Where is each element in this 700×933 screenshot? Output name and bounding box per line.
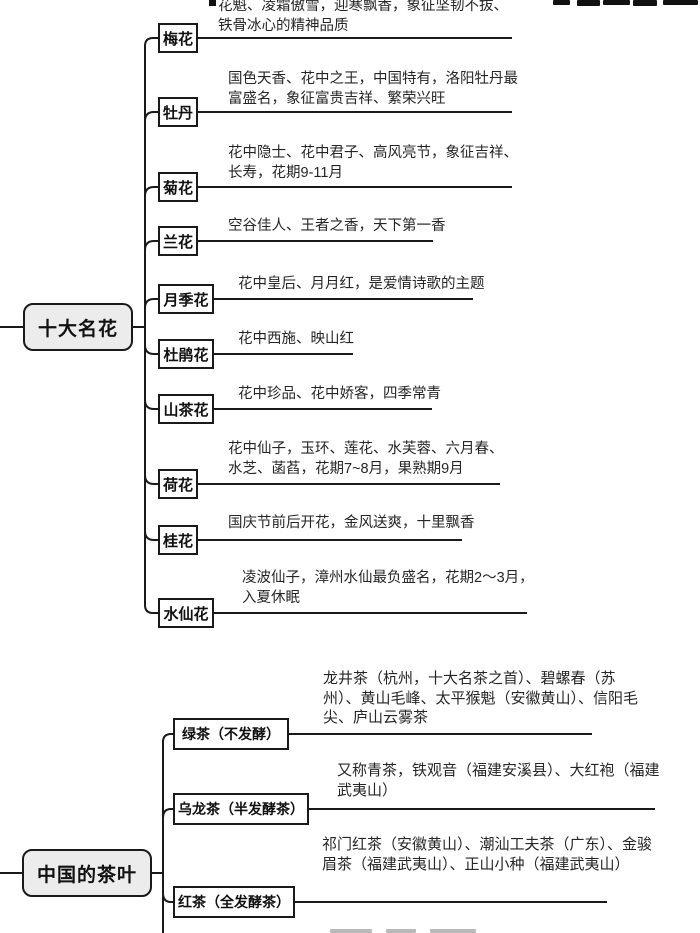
branch-desc-yuejihua[interactable]: 花中皇后、月月红，是爱情诗歌的主题: [238, 276, 485, 292]
branch-node-guihua[interactable]: 桂花: [158, 525, 198, 555]
branch-node-meihua[interactable]: 梅花: [158, 23, 198, 53]
branch-desc-hehua[interactable]: 花中仙子，玉环、莲花、水芙蓉、六月春、水芝、菡萏，花期7~8月，果熟期9月: [228, 441, 504, 477]
branch-desc-juhua[interactable]: 花中隐士、花中君子、高风亮节，象征吉祥、长寿，花期9-11月: [228, 145, 518, 181]
branch-desc-oolong-tea[interactable]: 又称青茶，铁观音（福建安溪县）、大红袍（福建武夷山）: [337, 762, 660, 799]
branch-node-yuejihua[interactable]: 月季花: [158, 284, 214, 314]
branch-desc-black-tea[interactable]: 祁门红茶（安徽黄山）、潮汕工夫茶（广东）、金骏眉茶（福建武夷山）、正山小种（福建…: [322, 836, 653, 873]
branch-node-oolong-tea[interactable]: 乌龙茶（半发酵茶）: [173, 793, 309, 825]
branch-node-juhua[interactable]: 菊花: [158, 172, 198, 202]
branch-node-shuixianhua[interactable]: 水仙花: [158, 598, 214, 628]
branch-desc-green-tea[interactable]: 龙井茶（杭州，十大名茶之首）、碧螺春（苏州）、黄山毛峰、太平猴魁（安徽黄山）、信…: [323, 670, 639, 726]
root-node-chinese-tea[interactable]: 中国的茶叶: [22, 849, 152, 897]
branch-node-black-tea[interactable]: 红茶（全发酵茶）: [173, 886, 295, 918]
branch-node-dujuanhua[interactable]: 杜鹃花: [158, 339, 214, 369]
branch-node-hehua[interactable]: 荷花: [158, 469, 198, 499]
branch-desc-lanhua[interactable]: 空谷佳人、王者之香，天下第一香: [228, 218, 446, 234]
branch-desc-mudan[interactable]: 国色天香、花中之王，中国特有，洛阳牡丹最富盛名，象征富贵吉祥、繁荣兴旺: [228, 71, 518, 107]
clipped-text-fragment: [430, 929, 476, 933]
clipped-text-fragment: [603, 0, 630, 5]
branch-desc-guihua[interactable]: 国庆节前后开花，金风送爽，十里飘香: [228, 515, 475, 531]
clipped-text-fragment: [386, 929, 416, 933]
branch-desc-shanchahua[interactable]: 花中珍品、花中娇客，四季常青: [238, 386, 441, 402]
branch-node-green-tea[interactable]: 绿茶（不发酵）: [173, 718, 289, 750]
branch-node-lanhua[interactable]: 兰花: [158, 226, 198, 256]
branch-desc-meihua[interactable]: 花魁、凌霜傲雪，迎寒飘香，象征坚韧不拔、铁骨冰心的精神品质: [218, 0, 508, 34]
branch-desc-shuixianhua[interactable]: 凌波仙子，漳州水仙最负盛名，花期2～3月，入夏休眠: [242, 570, 534, 606]
root-node-ten-famous-flowers[interactable]: 十大名花: [23, 303, 133, 351]
clipped-bullet: [209, 0, 216, 6]
clipped-text-fragment: [663, 0, 698, 5]
clipped-text-fragment: [330, 929, 372, 933]
branch-node-shanchahua[interactable]: 山茶花: [158, 394, 214, 424]
clipped-text-fragment: [633, 0, 657, 6]
branch-node-mudan[interactable]: 牡丹: [158, 97, 198, 127]
clipped-text-fragment: [553, 0, 570, 5]
clipped-text-fragment: [577, 0, 600, 6]
branch-desc-dujuanhua[interactable]: 花中西施、映山红: [238, 331, 354, 347]
